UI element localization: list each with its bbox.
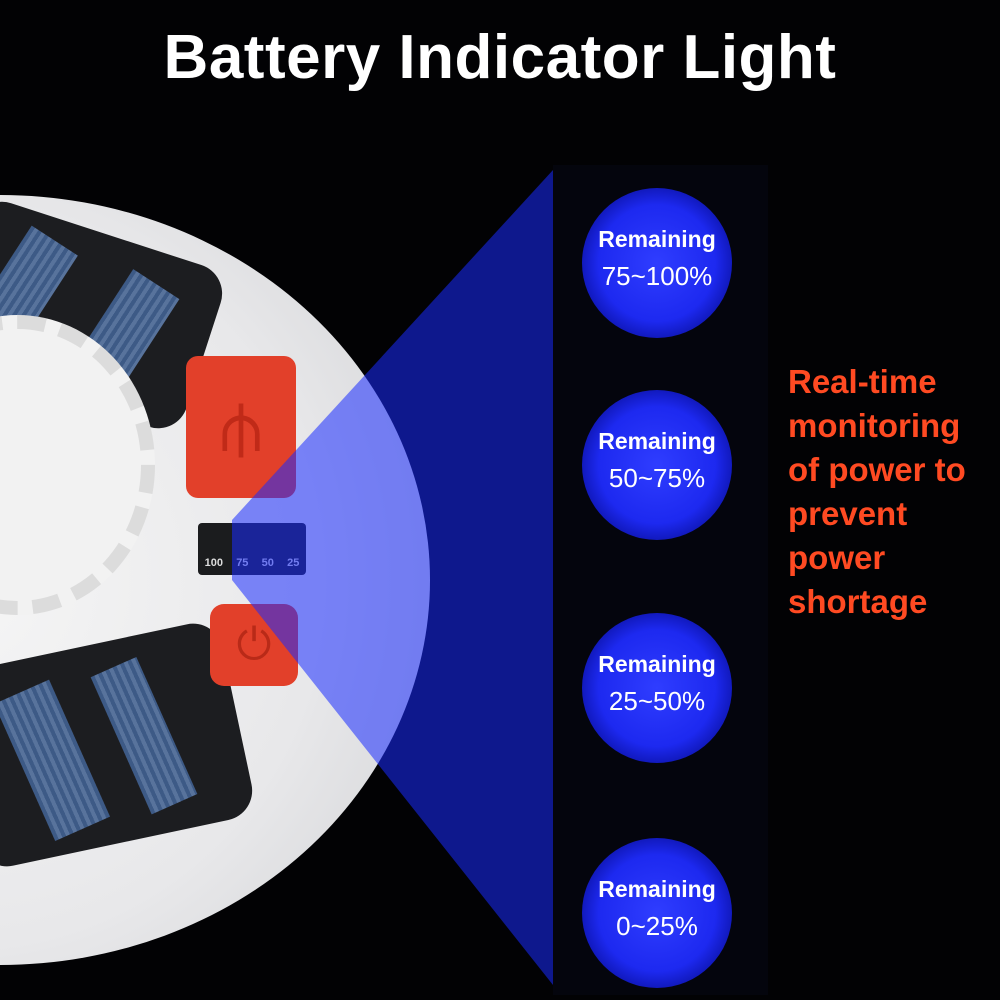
level-indicator-75-100: Remaining 75~100% <box>582 188 732 338</box>
usb-port-cover[interactable]: ⫛ <box>186 356 296 498</box>
feature-description: Real-time monitoring of power to prevent… <box>788 360 998 624</box>
level-label: Remaining <box>598 428 716 454</box>
indicator-label: 25 <box>287 557 300 569</box>
indicator-label: 75 <box>236 557 249 569</box>
level-indicator-0-25: Remaining 0~25% <box>582 838 732 988</box>
level-range: 75~100% <box>601 261 713 291</box>
page-title: Battery Indicator Light <box>163 23 837 92</box>
level-range: 25~50% <box>608 686 706 716</box>
description-line: of power to <box>788 451 966 488</box>
description-line: power <box>788 539 886 576</box>
battery-indicator-panel: 100 75 50 25 <box>198 523 306 575</box>
level-label: Remaining <box>598 226 716 252</box>
description-line: prevent <box>788 495 908 532</box>
indicator-label: 100 <box>204 557 223 569</box>
level-label: Remaining <box>598 651 716 677</box>
description-line: shortage <box>788 583 928 620</box>
description-line: Real-time <box>788 363 937 400</box>
level-label: Remaining <box>598 876 716 902</box>
level-range: 0~25% <box>616 911 698 941</box>
usb-icon: ⫛ <box>220 388 262 466</box>
level-indicator-25-50: Remaining 25~50% <box>582 613 732 763</box>
description-line: monitoring <box>788 407 961 444</box>
level-range: 50~75% <box>608 463 706 493</box>
power-button[interactable]: ⏻ <box>210 604 298 686</box>
level-indicator-50-75: Remaining 50~75% <box>582 390 732 540</box>
indicator-label: 50 <box>261 557 274 569</box>
power-icon: ⏻ <box>236 620 272 669</box>
